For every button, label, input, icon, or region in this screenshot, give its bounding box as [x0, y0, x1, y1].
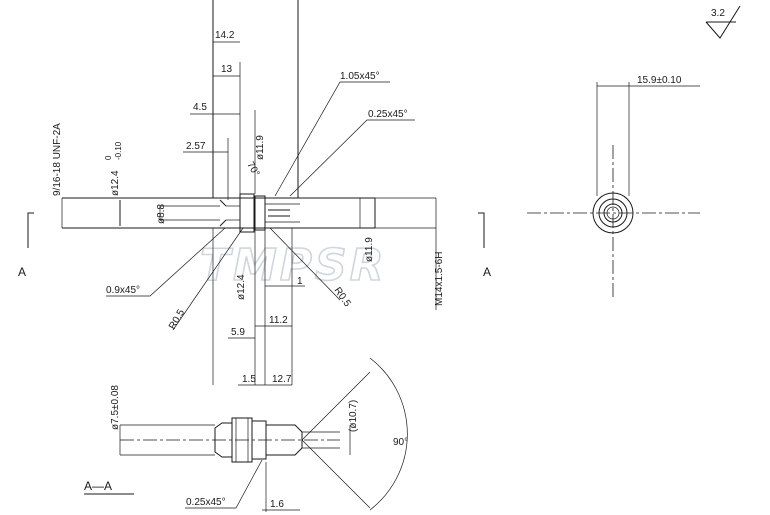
dia-11-9-top: ø11.9	[255, 135, 266, 160]
section-mark-right: A	[483, 265, 491, 279]
dia-8-8-label: ø8.8	[156, 204, 167, 224]
dia-10-7-label: (ø10.7)	[348, 400, 359, 432]
radius-r0-5-left: R0.5	[167, 307, 187, 331]
chamfer-0-9: 0.9x45°	[106, 285, 140, 296]
angle-90-label: 90°	[393, 437, 408, 448]
len-14-2: 14.2	[215, 30, 235, 41]
chamfer-1-05: 1.05x45°	[340, 71, 380, 82]
dia-11-9-bottom: ø11.9	[364, 237, 375, 262]
section-title: A—A	[84, 479, 112, 493]
dia-15-9-label: 15.9±0.10	[637, 75, 682, 86]
len-4-5: 4.5	[193, 102, 207, 113]
roughness-symbol: 3.2	[705, 5, 741, 39]
roughness-value: 3.2	[711, 8, 725, 19]
watermark-logo: TMPSR	[200, 240, 387, 291]
section-cut-marks: A A	[18, 212, 491, 279]
len-1-5: 1.5	[242, 374, 256, 385]
len-1-6: 1.6	[270, 499, 284, 510]
dia-12-4-tol-lower: -0.10	[114, 141, 123, 160]
chamfer-0-25-top: 0.25x45°	[368, 109, 408, 120]
dia-12-4-label: ø12.4	[110, 170, 121, 196]
angle-70: 70°	[244, 160, 261, 179]
dia-12-4-tol-upper: 0	[104, 155, 113, 160]
thread-label-top: 9/16-18 UNF-2A	[52, 123, 63, 196]
chamfer-0-25-bottom: 0.25x45°	[186, 497, 226, 508]
end-view: 15.9±0.10	[527, 75, 700, 298]
len-1: 1	[297, 276, 303, 287]
side-view: 9/16-18 UNF-2A ø12.4 0 -0.10 ø8.8 14.2 1…	[52, 0, 445, 386]
thread-label-bottom: M14x1.5-6H	[434, 252, 445, 306]
len-12-7: 12.7	[272, 374, 292, 385]
len-13: 13	[221, 64, 233, 75]
len-2-57: 2.57	[186, 141, 206, 152]
len-5-9: 5.9	[231, 327, 245, 338]
section-mark-left: A	[18, 265, 26, 279]
len-11-2: 11.2	[269, 315, 288, 326]
dia-12-4-bottom: ø12.4	[236, 274, 247, 300]
dia-7-5-label: ø7.5±0.08	[110, 385, 121, 430]
section-view: ø7.5±0.08 (ø10.7) 90° 0.25x45° 1.6 A—A	[84, 357, 408, 512]
